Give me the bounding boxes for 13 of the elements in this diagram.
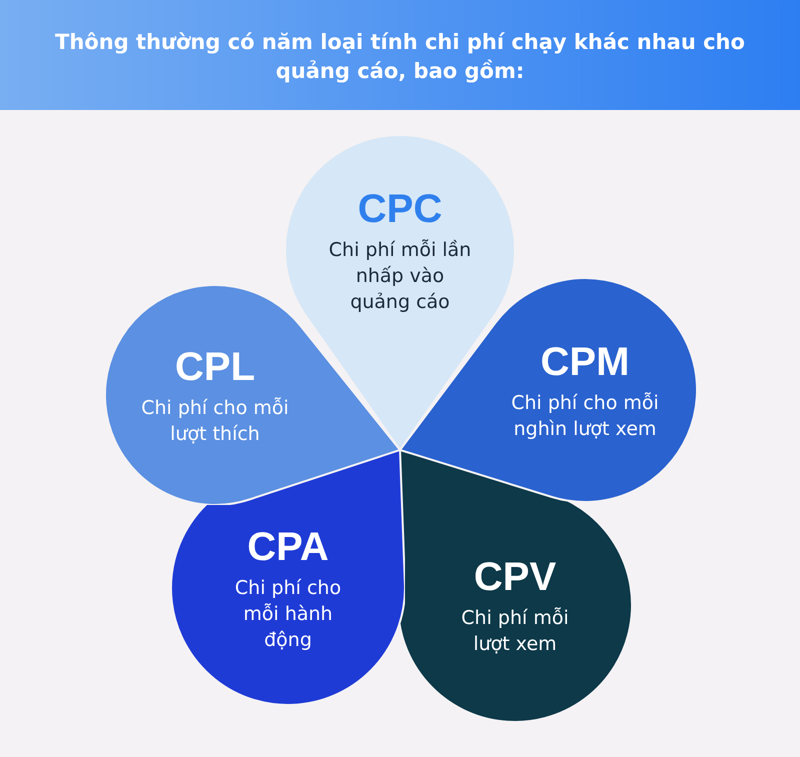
petal-description: Chi phí cho mỗi lượt thích <box>140 396 290 447</box>
petal-shape <box>398 450 632 722</box>
title: Thông thường có năm loại tính chi phí chạy khác nhau cho quảng cáo, bao gồm: <box>54 29 746 85</box>
petal-heading: CPV <box>472 554 558 601</box>
petal-description: Chi phí cho mỗi hành động <box>234 576 342 653</box>
petal-heading: CPA <box>246 524 330 571</box>
petal-description: Chi phí mỗi lần nhấp vào quảng cáo <box>328 238 472 315</box>
petal-description: Chi phí cho mỗi nghìn lượt xem <box>510 391 660 442</box>
petal-heading: CPL <box>174 344 256 391</box>
petal-heading: CPC <box>356 186 444 233</box>
petal-description: Chi phí mỗi lượt xem <box>460 606 570 657</box>
petal-shape <box>171 450 405 705</box>
petal-heading: CPM <box>540 339 630 386</box>
